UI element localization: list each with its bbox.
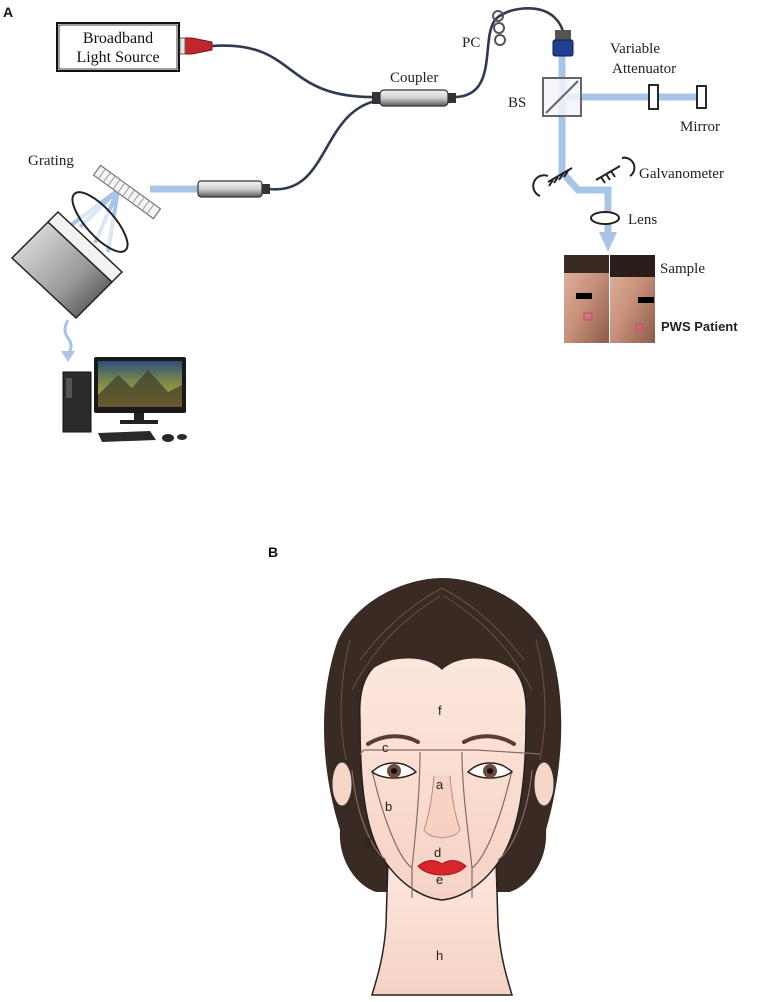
variable-attenuator: Variable Attenuator xyxy=(610,41,676,110)
region-label-f: f xyxy=(438,703,442,718)
coupler-label: Coupler xyxy=(390,70,438,86)
pws-patient-photos: Sample PWS Patient xyxy=(564,255,738,343)
patient-photo-2-eye-bar xyxy=(638,297,654,303)
keyboard xyxy=(98,431,156,442)
patient-photo-2-hair xyxy=(610,255,655,277)
source-connector-ring xyxy=(179,37,186,55)
sample-collimator xyxy=(552,30,574,57)
galvanometer: Galvanometer xyxy=(532,156,724,197)
hair-strands xyxy=(340,587,546,761)
sample-label: Sample xyxy=(660,261,705,277)
beam-splitter: BS xyxy=(508,77,582,117)
region-line-left-cheek xyxy=(371,769,413,869)
facial-region-lines xyxy=(351,749,541,898)
region-label-b: b xyxy=(385,799,392,814)
patient-photo-2-roi xyxy=(635,323,644,331)
sample-arm-beam xyxy=(558,42,612,232)
left-ear xyxy=(331,761,353,807)
panel-b: B xyxy=(268,544,562,996)
left-eye xyxy=(370,762,418,779)
fiber-source-coupler xyxy=(211,44,381,99)
spectrometer-lens xyxy=(71,191,129,253)
mouse xyxy=(162,434,174,442)
sample-lens: Lens xyxy=(590,211,657,228)
monitor-base xyxy=(120,420,158,424)
diffraction-grating: Grating xyxy=(28,153,162,220)
panel-b-label: B xyxy=(268,544,278,560)
optical-fibers xyxy=(211,7,565,191)
right-ear xyxy=(533,761,555,807)
galvo-rotation-arrow-2 xyxy=(621,156,636,177)
patient-photo-1-hair xyxy=(564,255,609,273)
fiber-coupler-pc xyxy=(449,7,565,99)
fiber-coupler-grating xyxy=(269,98,381,191)
region-line-jaw-right xyxy=(497,769,533,861)
region-line-right-cheek xyxy=(471,769,513,869)
pc-label: PC xyxy=(462,35,480,51)
mirror-label: Mirror xyxy=(680,119,720,135)
monitor-stand xyxy=(134,413,144,421)
right-eyebrow xyxy=(462,734,516,746)
region-label-c: c xyxy=(382,740,389,755)
line-scan-camera xyxy=(10,210,124,320)
galvo-rotation-arrow-1 xyxy=(532,174,549,197)
computer xyxy=(62,357,187,442)
galvanometer-label: Galvanometer xyxy=(639,166,724,182)
galvo-mirror-1 xyxy=(547,167,573,183)
neck xyxy=(370,859,514,996)
panel-a-label: A xyxy=(3,4,13,20)
region-labels: a b c d e f g h xyxy=(364,703,444,963)
attenuator-label-line2: Attenuator xyxy=(612,61,676,77)
region-line-jaw xyxy=(351,769,387,861)
source-label-line1: Broadband xyxy=(83,30,153,47)
polarization-controller: PC xyxy=(462,10,506,51)
region-label-e: e xyxy=(436,872,443,887)
computer-tower-front xyxy=(66,378,72,398)
region-label-g: g xyxy=(364,833,371,848)
fiber-coupler: Coupler xyxy=(372,70,456,107)
left-eyebrow xyxy=(366,734,420,746)
bs-label: BS xyxy=(508,95,526,111)
speaker xyxy=(177,434,187,440)
camera-to-computer-arrowhead xyxy=(61,351,75,362)
patient-photo-1-eye-bar xyxy=(576,293,592,299)
region-line-nose-left xyxy=(411,751,421,869)
galvo-mirror-2 xyxy=(595,165,621,181)
hair-top xyxy=(335,582,551,720)
reference-mirror: Mirror xyxy=(680,85,720,135)
patient-photo-1-roi xyxy=(583,312,593,321)
camera-to-computer-arrow xyxy=(63,319,73,355)
nose xyxy=(423,775,461,839)
region-label-d: d xyxy=(434,845,441,860)
attenuator-label-line1: Variable xyxy=(610,41,660,57)
lens-label: Lens xyxy=(628,212,657,228)
region-label-h: h xyxy=(436,948,443,963)
region-label-a: a xyxy=(436,777,444,792)
patient-label: PWS Patient xyxy=(661,319,738,334)
right-eye xyxy=(466,762,514,779)
panel-a: A Broadband Light Source xyxy=(3,4,738,442)
monitor-mountains xyxy=(98,370,182,407)
lips xyxy=(417,860,467,876)
region-line-forehead xyxy=(359,749,541,755)
source-label-line2: Light Source xyxy=(76,49,159,66)
broadband-light-source: Broadband Light Source xyxy=(56,22,213,72)
sample-beam-arrow xyxy=(599,232,617,252)
region-line-nose-right xyxy=(461,751,473,869)
region-line-chin xyxy=(411,868,473,898)
spectrometer-collimator xyxy=(197,180,270,198)
grating-label: Grating xyxy=(28,153,74,169)
beam-paths xyxy=(150,42,700,232)
